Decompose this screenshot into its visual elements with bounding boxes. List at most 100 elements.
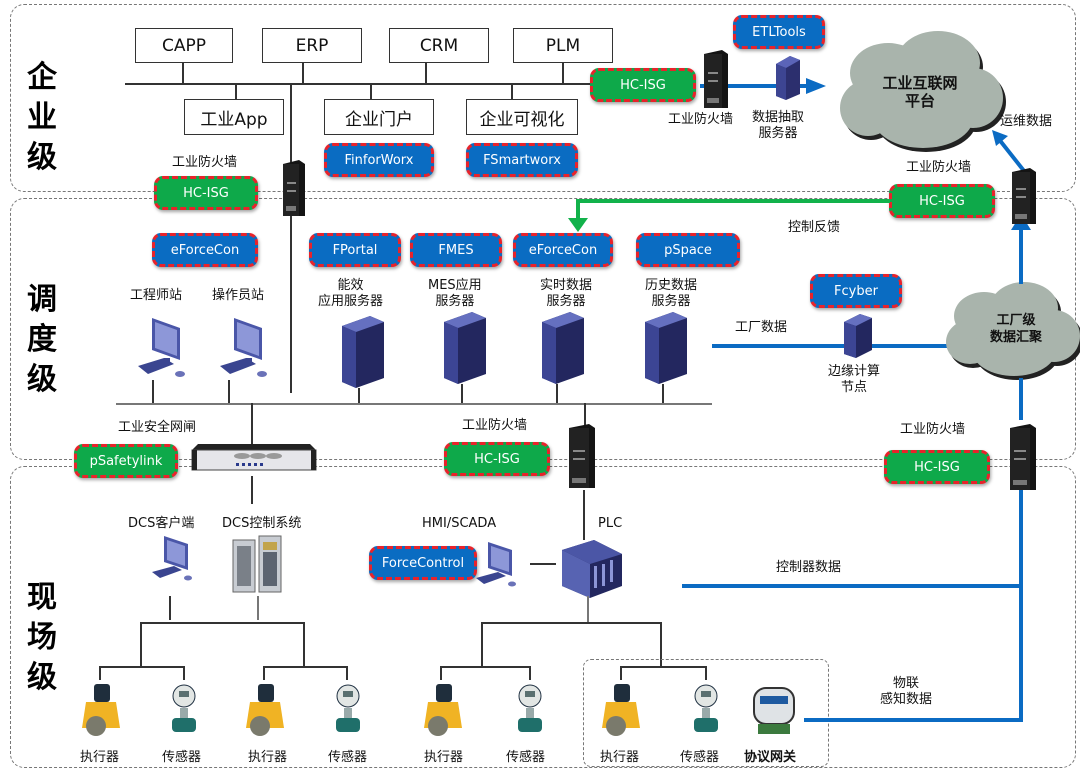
label-engineer-station: 工程师站 (130, 288, 183, 303)
connector (529, 666, 531, 680)
label-iot-data: 物联 感知数据 (880, 676, 933, 707)
label-realtime-server: 实时数据 服务器 (540, 278, 593, 309)
connector (370, 83, 372, 99)
badge-hc-isg-right-top: HC-ISG (889, 184, 995, 218)
connector (425, 63, 427, 83)
label-extract-server: 数据抽取 服务器 (752, 110, 805, 141)
controller-data-line (682, 584, 1023, 588)
connector (235, 83, 237, 99)
firewall-icon (1010, 424, 1036, 490)
firewall-icon (1012, 168, 1036, 224)
connector (228, 380, 230, 403)
badge-fsmartworx: FSmartworx (466, 143, 578, 177)
connector (251, 476, 253, 504)
badge-hc-isg-left: HC-ISG (154, 176, 258, 210)
uplink-line (1019, 220, 1023, 284)
label-factory-data: 工厂数据 (735, 320, 788, 335)
connector (481, 622, 661, 624)
plc-icon (562, 540, 622, 598)
workstation-icon (220, 318, 267, 377)
server-icon-energy (342, 316, 384, 388)
device-label: 传感器 (162, 750, 202, 765)
cloud-label-platform: 工业互联网 平台 (882, 74, 958, 110)
badge-eforcecon-left: eForceCon (152, 233, 258, 267)
connector (302, 63, 304, 83)
connector (662, 384, 664, 403)
label-firewall-left: 工业防火墙 (172, 155, 238, 170)
sensor-icon (694, 684, 718, 732)
connector (152, 380, 154, 403)
workstation-icon (138, 318, 185, 377)
label-protocol-gateway: 协议网关 (744, 750, 797, 765)
connector (290, 83, 292, 393)
cloud-label-factory: 工厂级 数据汇聚 (989, 313, 1042, 345)
trunk-line (1019, 378, 1023, 420)
app-box-enterprise-portal: 企业门户 (324, 99, 434, 135)
edge-node-icon (844, 314, 872, 358)
device-label: 执行器 (80, 750, 120, 765)
connector (263, 666, 265, 680)
label-dcs-system: DCS控制系统 (222, 516, 302, 531)
connector (530, 563, 556, 565)
connector (140, 622, 304, 624)
system-box-capp: CAPP (135, 28, 233, 63)
enterprise-bus (125, 83, 595, 85)
badge-pspace: pSpace (636, 233, 740, 267)
actuator-icon (246, 684, 284, 736)
badge-fmes: FMES (410, 233, 502, 267)
connector (620, 666, 706, 668)
connector (660, 622, 662, 666)
label-mes-server: MES应用 服务器 (428, 278, 482, 309)
arrow-down-icon (568, 218, 588, 232)
device-label: 传感器 (506, 750, 546, 765)
protocol-gateway-icon (753, 687, 795, 734)
label-firewall-right: 工业防火墙 (900, 422, 966, 437)
cloud-icon-platform (840, 31, 1006, 152)
connector (583, 490, 585, 540)
badge-fcyber: Fcyber (810, 274, 902, 308)
badge-forcecontrol: ForceControl (369, 546, 477, 580)
device-label: 执行器 (600, 750, 640, 765)
server-icon-realtime (542, 312, 584, 384)
hmi-workstation-icon (476, 542, 516, 587)
dcs-client-icon (152, 536, 192, 581)
trunk-line-lower (1019, 490, 1023, 722)
server-icon (776, 56, 800, 100)
label-edge-node: 边缘计算 节点 (828, 364, 881, 395)
connector (584, 403, 586, 425)
connector (481, 622, 483, 666)
actuator-icon (82, 684, 120, 736)
system-box-plm: PLM (513, 28, 613, 63)
iot-group (583, 659, 829, 767)
label-control-feedback: 控制反馈 (788, 220, 841, 235)
system-box-erp: ERP (262, 28, 362, 63)
sensor-icon (336, 684, 360, 732)
cloud-icon-factory (946, 282, 1080, 380)
dispatch-bus (116, 403, 712, 405)
factory-data-line (712, 344, 954, 348)
badge-fportal: FPortal (309, 233, 401, 267)
sensor-icon (518, 684, 542, 732)
connector (705, 666, 707, 680)
label-operator-station: 操作员站 (212, 288, 265, 303)
firewall-icon (569, 424, 595, 488)
server-icon-history (645, 312, 687, 384)
connector (182, 63, 184, 83)
zone-label-field: 现 场 级 (27, 580, 57, 695)
connector (99, 666, 184, 668)
badge-hc-isg-mid: HC-ISG (444, 442, 550, 476)
badge-eforcecon-realtime: eForceCon (513, 233, 613, 267)
firewall-icon (283, 160, 305, 216)
label-ops-data: 运维数据 (1000, 114, 1053, 129)
connector (461, 384, 463, 403)
device-label: 传感器 (680, 750, 720, 765)
device-label: 传感器 (328, 750, 368, 765)
device-label: 执行器 (424, 750, 464, 765)
connector (562, 63, 564, 83)
label-energy-server: 能效 应用服务器 (318, 278, 384, 309)
connector (251, 403, 253, 445)
app-box-industrial-app: 工业App (184, 99, 284, 135)
iot-data-line (804, 718, 1023, 722)
security-gateway-icon (191, 444, 317, 471)
zone-label-enterprise: 企 业 级 (27, 60, 57, 175)
